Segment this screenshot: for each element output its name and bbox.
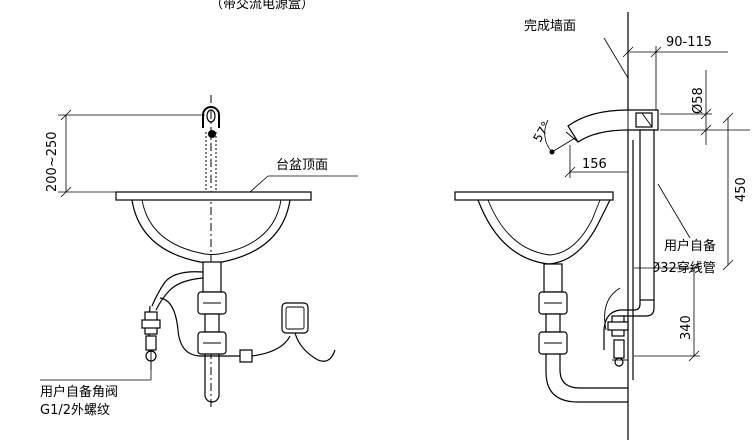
dim-height-450: 450 — [722, 112, 749, 271]
svg-text:450: 450 — [734, 177, 749, 202]
dim-projection: 156 — [564, 145, 628, 178]
right-side-view: 完成墙面 90-115 Ø58 — [454, 12, 750, 440]
left-hoses-valve — [141, 271, 291, 370]
label-conduit-1: 用户自备 — [664, 238, 716, 254]
label-angle-valve-2: G1/2外螺纹 — [40, 403, 110, 418]
svg-text:156: 156 — [582, 157, 607, 172]
right-faucet-spout — [565, 109, 659, 143]
dim-200-250: 200~250 — [45, 131, 60, 192]
left-drain-pipe — [197, 261, 227, 403]
left-height-dimension: 200~250 — [45, 109, 205, 198]
dim-height-340: 340 — [634, 262, 700, 362]
svg-text:57°: 57° — [530, 119, 553, 144]
header-text: （带交流电源盒） — [210, 0, 314, 12]
ac-power-box — [281, 302, 336, 362]
svg-text:340: 340 — [679, 315, 694, 340]
label-angle-valve-1: 用户自备角阀 — [40, 384, 118, 400]
svg-text:Ø58: Ø58 — [691, 87, 706, 114]
label-finished-wall: 完成墙面 — [524, 19, 576, 34]
right-drain-trap — [538, 263, 628, 403]
dim-wall-offset: 90-115 — [622, 35, 728, 128]
label-basin-top: 台盆顶面 — [276, 158, 328, 173]
dim-angle: 57° — [530, 119, 576, 155]
dim-diameter: Ø58 — [660, 70, 750, 145]
left-basin — [115, 191, 312, 264]
right-basin — [454, 191, 614, 265]
right-valve-assembly — [603, 287, 629, 367]
left-front-view: 200~250 台盆顶面 — [40, 95, 358, 418]
svg-text:90-115: 90-115 — [666, 35, 712, 50]
left-faucet-head — [202, 106, 220, 195]
conduit-pipe — [620, 129, 655, 317]
